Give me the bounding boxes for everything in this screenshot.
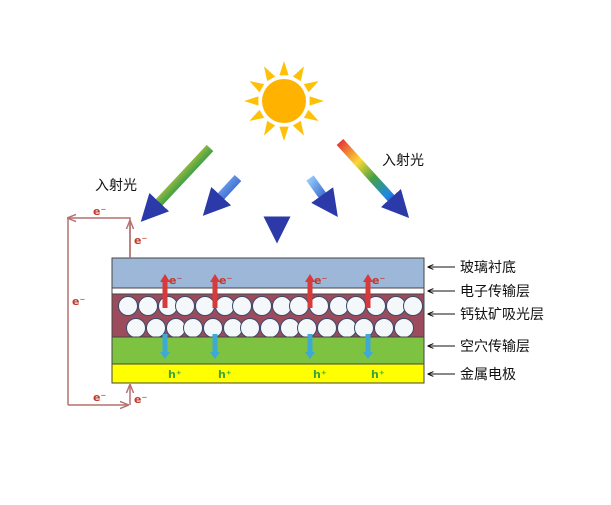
nanoparticle	[403, 296, 423, 316]
hole-arrow-head	[210, 352, 220, 359]
light-arrows	[140, 138, 410, 244]
nanoparticle	[232, 296, 252, 316]
electron-label: e⁻	[372, 274, 385, 287]
nanoparticle	[317, 318, 337, 338]
sun-ray	[292, 66, 304, 82]
nanoparticle	[374, 318, 394, 338]
electron-label: e⁻	[219, 274, 232, 287]
sun-ray	[303, 81, 319, 93]
sun-ray	[303, 109, 319, 121]
nanoparticle	[240, 318, 260, 338]
sun-ray	[244, 96, 259, 106]
hole-arrow-head	[160, 352, 170, 359]
circuit-electron-label: e⁻	[134, 393, 147, 406]
electron-arrow-head	[160, 274, 170, 282]
circuit-electron-label: e⁻	[93, 391, 106, 404]
electron-arrow-head	[363, 274, 373, 282]
circuit-electron-label: e⁻	[93, 205, 106, 218]
label-electrode: 金属电极	[460, 367, 516, 383]
hole-arrow-head	[363, 352, 373, 359]
light-arrow	[336, 138, 410, 218]
layer-etl	[111, 287, 425, 295]
layer-electrode	[111, 363, 425, 384]
nanoparticle	[195, 296, 215, 316]
electron-label: e⁻	[314, 274, 327, 287]
nanoparticle	[166, 318, 186, 338]
sun-ray	[279, 126, 289, 141]
light-arrow	[140, 144, 214, 222]
circuit-electron-label: e⁻	[72, 295, 85, 308]
label-etl: 电子传输层	[460, 284, 530, 300]
label-perovskite: 钙钛矿吸光层	[460, 307, 544, 323]
sun-ray	[279, 61, 289, 76]
electron-label: e⁻	[169, 274, 182, 287]
nanoparticle	[329, 296, 349, 316]
nanoparticle	[346, 296, 366, 316]
hole-label: h⁺	[218, 368, 232, 381]
nanoparticle	[118, 296, 138, 316]
nanoparticle	[126, 318, 146, 338]
light-arrow	[306, 175, 338, 217]
nanoparticle	[297, 318, 317, 338]
nanoparticle	[215, 296, 235, 316]
nanoparticle	[337, 318, 357, 338]
nanoparticle	[394, 318, 414, 338]
layer-htl	[111, 336, 425, 365]
nanoparticle	[175, 296, 195, 316]
nanoparticle	[354, 318, 374, 338]
external-circuit	[68, 218, 130, 405]
sun-icon	[244, 61, 324, 141]
nanoparticle	[223, 318, 243, 338]
incident-light-label-right: 入射光	[382, 153, 424, 169]
sun-ray	[249, 81, 265, 93]
sun-ray	[249, 109, 265, 121]
hole-label: h⁺	[313, 368, 327, 381]
sun-ray	[264, 120, 276, 136]
nanoparticle	[252, 296, 272, 316]
hole-arrow-head	[305, 352, 315, 359]
nanoparticle	[280, 318, 300, 338]
nanoparticle	[260, 318, 280, 338]
electron-arrow-head	[210, 274, 220, 282]
sun-ray	[292, 120, 304, 136]
layer-labels: 玻璃衬底 电子传输层 钙钛矿吸光层 空穴传输层 金属电极	[428, 259, 544, 383]
sun-ray	[309, 96, 324, 106]
label-htl: 空穴传输层	[460, 339, 530, 355]
nanoparticle	[386, 296, 406, 316]
nanoparticle	[158, 296, 178, 316]
hole-label: h⁺	[371, 368, 385, 381]
hole-label: h⁺	[168, 368, 182, 381]
light-arrow	[202, 174, 242, 216]
nanoparticle	[272, 296, 292, 316]
nanoparticle	[183, 318, 203, 338]
incident-light-label-left: 入射光	[95, 178, 137, 194]
sun-ray	[264, 66, 276, 82]
nanoparticle	[138, 296, 158, 316]
electron-arrow-head	[305, 274, 315, 282]
label-glass: 玻璃衬底	[460, 259, 516, 276]
nanoparticle	[289, 296, 309, 316]
circuit-electron-label: e⁻	[134, 234, 147, 247]
